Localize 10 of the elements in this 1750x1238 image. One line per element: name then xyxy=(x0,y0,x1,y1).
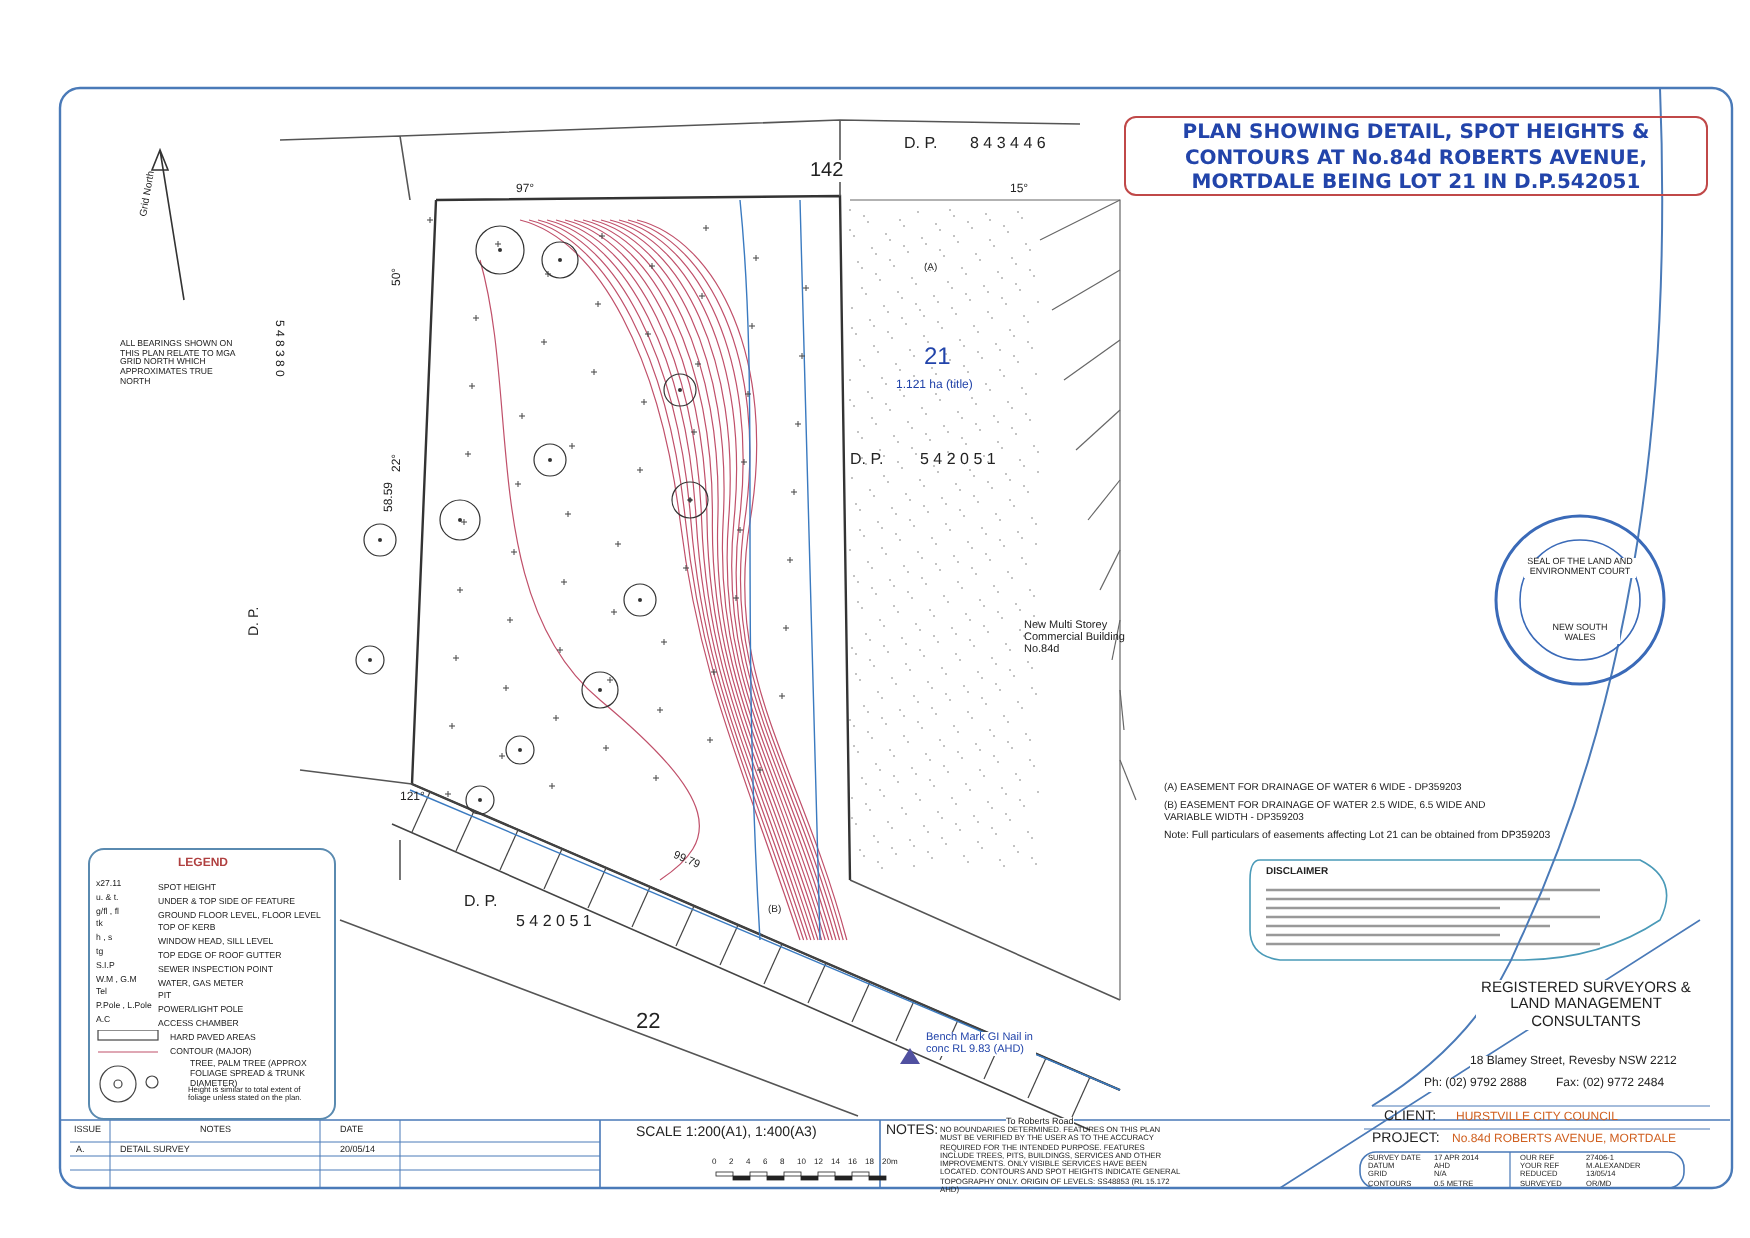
plan-label: 5 4 2 0 5 1 xyxy=(516,914,592,932)
plan-label: 142 xyxy=(810,160,844,182)
plan-label: 8 4 3 4 4 6 xyxy=(970,136,1046,154)
plan-label: D. P. xyxy=(904,136,938,154)
plan-label: D. P. xyxy=(850,452,884,470)
plan-title: PLAN SHOWING DETAIL, SPOT HEIGHTS & CONTOURS AT No.84d ROBERTS AVENUE, MORTDALE BEING LOT 21 IN D.P.542051 xyxy=(1124,116,1708,196)
plan-label: 5 4 2 0 5 1 xyxy=(920,452,996,470)
plan-label: 22 xyxy=(636,1010,661,1035)
plan-label: 21 xyxy=(924,344,951,371)
plan-label: D. P. xyxy=(464,894,498,912)
